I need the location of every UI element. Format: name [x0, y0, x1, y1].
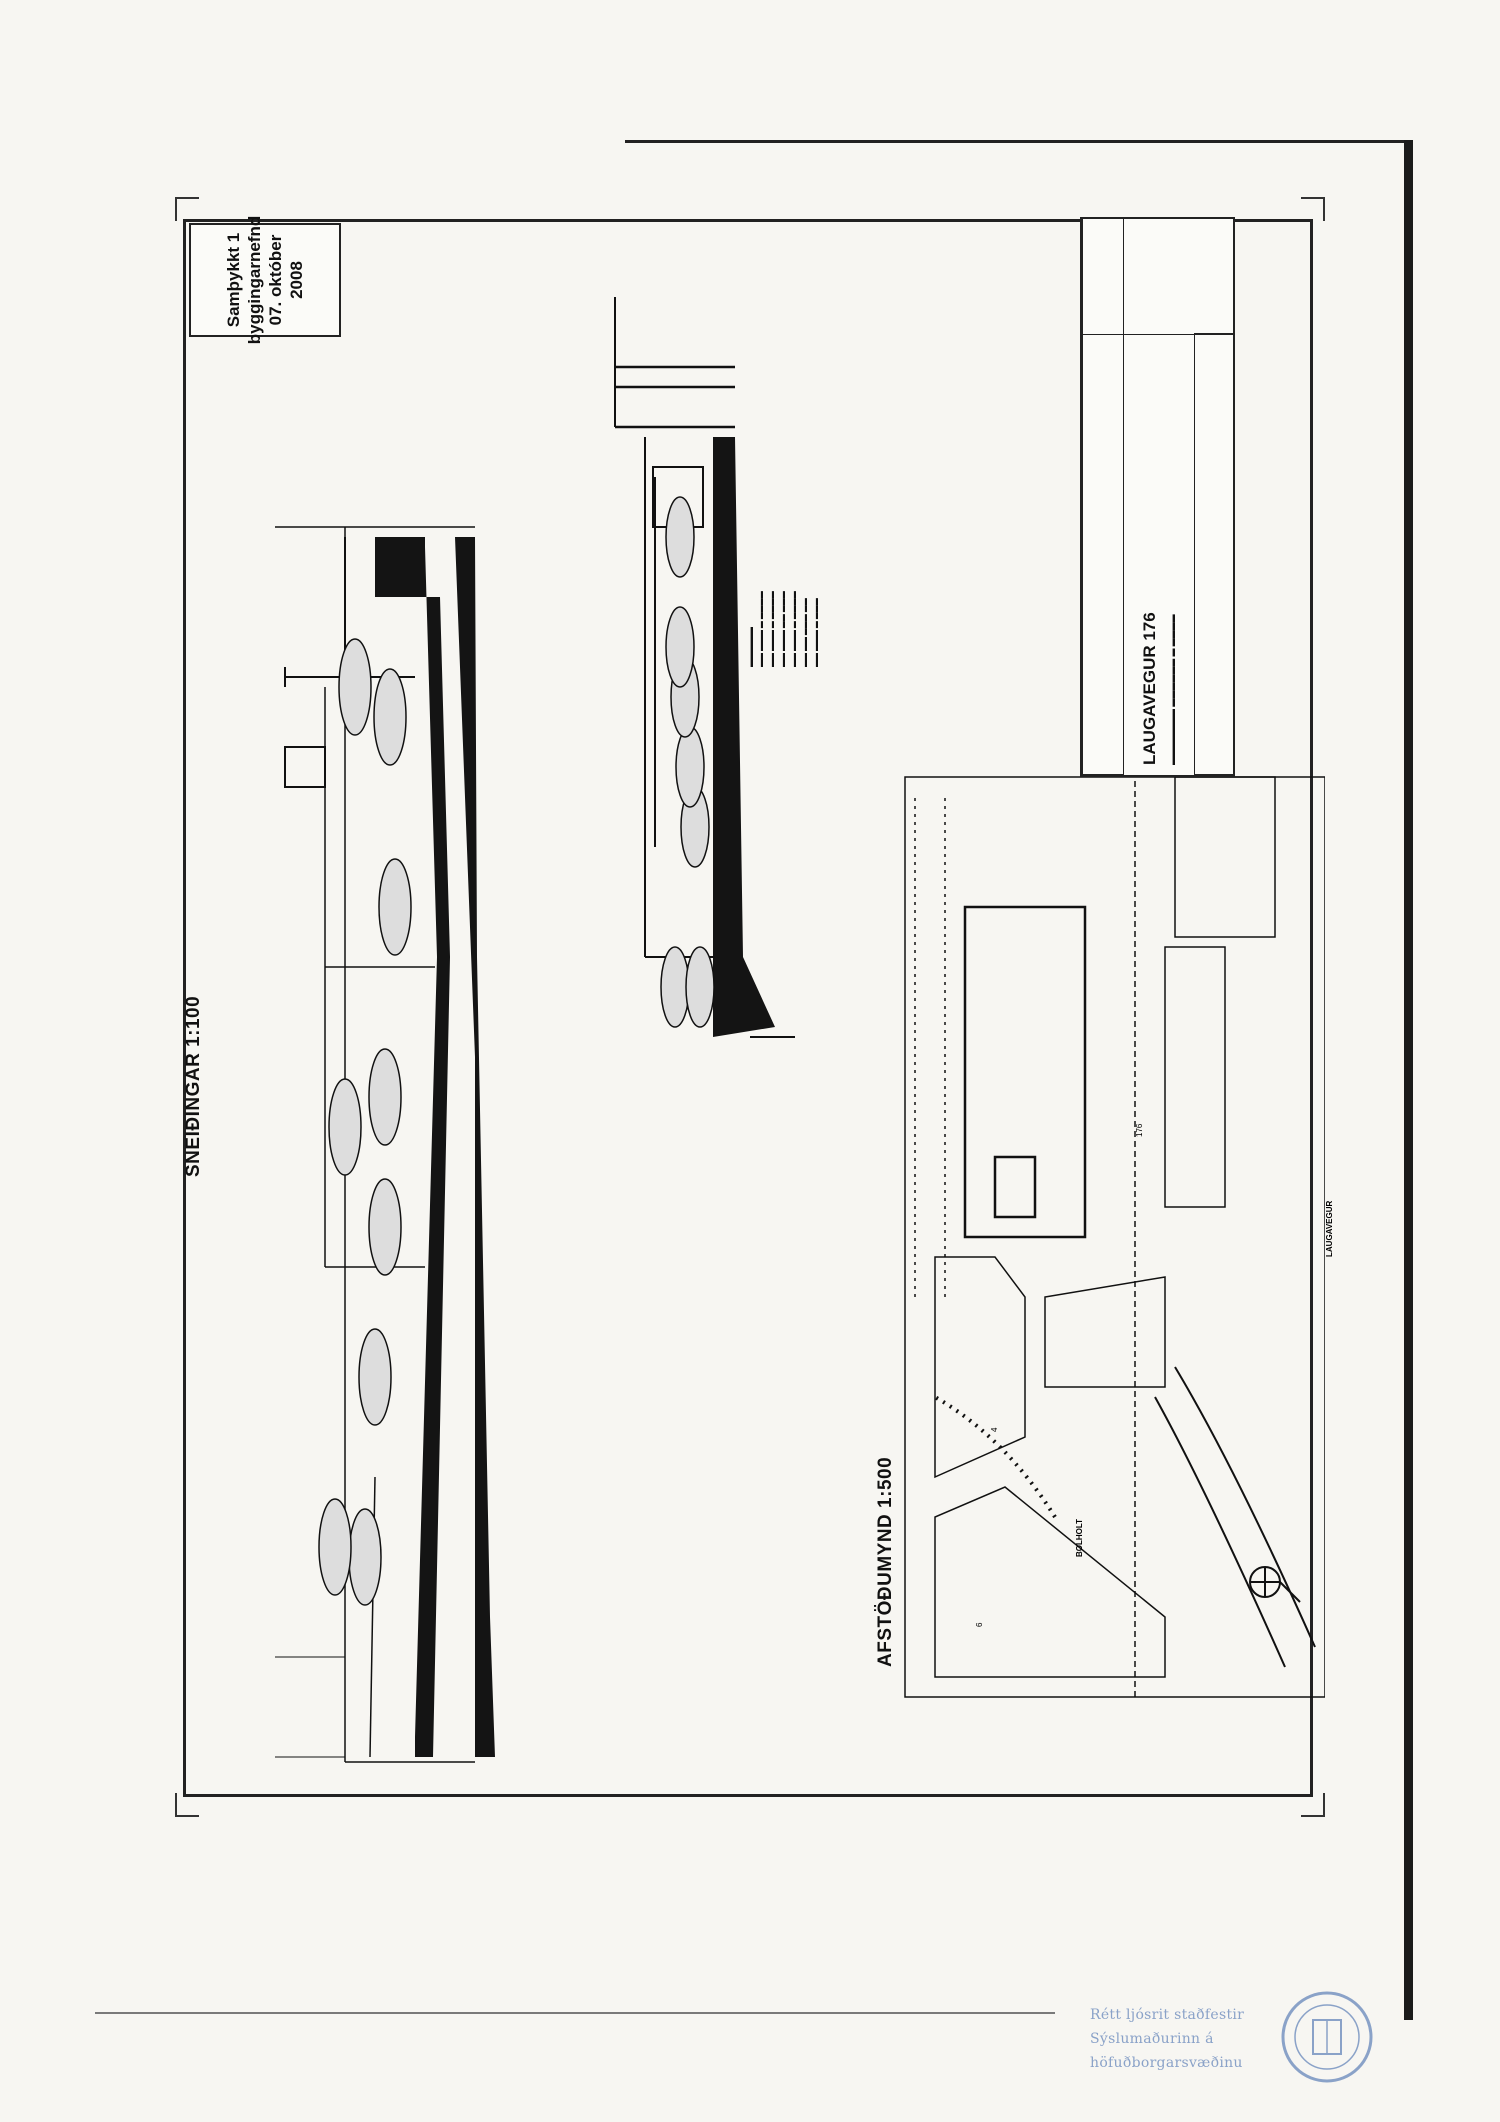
ground-fill	[455, 537, 495, 1757]
drawing-sheet: Samþykkt 1 byggingarnefnd 07. október 20…	[175, 197, 1334, 1817]
certification-line-1: Rétt ljósrit staðfestir	[1090, 2007, 1245, 2023]
section-a-cars	[318, 638, 412, 1606]
car-symbol-icon	[675, 726, 705, 808]
project-name: LAUGAVEGUR 176	[1140, 612, 1159, 765]
car-symbol-icon	[348, 1508, 382, 1606]
north-arrow-icon	[1249, 1566, 1301, 1603]
title-block: LAUGAVEGUR 176 ▬▬▬▬▬▬▬ ▬▬▬▬▬▬ ▬ ▬▬▬▬	[1080, 217, 1235, 777]
street-label-main: LAUGAVEGUR	[1325, 1200, 1334, 1257]
scan-bottom-rule	[95, 2012, 1055, 2014]
certification-line-2: Sýslumaðurinn á	[1090, 2031, 1214, 2047]
architectural-drawing	[275, 297, 1325, 1763]
site-plan	[904, 776, 1325, 1698]
project-subline: ▬▬▬▬▬▬▬ ▬▬▬▬▬▬ ▬ ▬▬▬▬	[1168, 614, 1177, 765]
section-b-cars	[660, 496, 715, 1028]
approval-stamp: Samþykkt 1 byggingarnefnd 07. október 20…	[189, 216, 341, 344]
section-b	[614, 297, 795, 1038]
approval-line-1: Samþykkt 1	[224, 232, 243, 328]
parking-notes: ▬▬▬▬▬ ▬▬ ▬▬▬ ▬ ▬▬▬▬▬▬ ▬▬▬ ▬ ▬▬▬▬▬▬ ▬▬▬ ▬…	[745, 477, 822, 667]
official-seal-icon	[1281, 1991, 1373, 2083]
lot-label-176: 176	[1135, 1123, 1144, 1137]
car-symbol-icon	[373, 668, 407, 766]
notes-lines: ▬▬ ▬▬▬ ▬ ▬▬▬▬▬▬ ▬▬▬ ▬ ▬▬▬▬▬▬ ▬▬▬ ▬▬ ▬▬▬▬…	[758, 591, 820, 667]
title-block-side-column	[1082, 217, 1235, 335]
car-symbol-icon	[338, 638, 372, 736]
car-symbol-icon	[368, 1048, 402, 1146]
notes-title: ▬▬▬▬▬	[746, 627, 755, 667]
approval-line-2: byggingarnefnd	[245, 215, 264, 345]
street-label-side: BOLHOLT	[1075, 1518, 1084, 1557]
title-block-footer	[1194, 333, 1235, 775]
car-symbol-icon	[665, 606, 695, 688]
certification-stamp: Rétt ljósrit staðfestir Sýslumaðurinn á …	[1090, 2003, 1290, 2075]
car-symbol-icon	[665, 496, 695, 578]
certification-line-3: höfuðborgarsvæðinu	[1090, 2055, 1243, 2071]
scan-edge-bar	[1404, 140, 1413, 2020]
car-symbol-icon	[358, 1328, 392, 1426]
lot-label-4: 4	[990, 1427, 999, 1432]
car-symbol-icon	[318, 1498, 352, 1596]
car-symbol-icon	[685, 946, 715, 1028]
car-symbol-icon	[378, 858, 412, 956]
scan-top-rule	[625, 140, 1410, 143]
car-symbol-icon	[660, 946, 690, 1028]
site-plan-title: AFSTÖÐUMYND 1:500	[875, 1456, 896, 1667]
lot-label-6: 6	[975, 1622, 984, 1627]
sections-title: SNEIÐINGAR 1:100	[183, 995, 204, 1177]
car-symbol-icon	[328, 1078, 362, 1176]
slab-wedge	[375, 537, 450, 1757]
car-symbol-icon	[368, 1178, 402, 1276]
approval-line-3: 07. október 2008	[266, 234, 306, 326]
